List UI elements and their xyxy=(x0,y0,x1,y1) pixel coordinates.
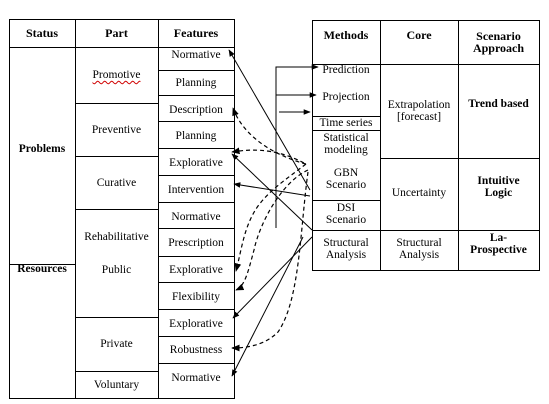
method-gbn-scenario: GBN Scenario xyxy=(325,167,367,191)
feature-explorative-2: Explorative xyxy=(169,264,223,276)
method-arrows xyxy=(275,64,319,228)
part-curative: Curative xyxy=(96,176,137,189)
part-rehabilitative: Rehabilitative xyxy=(84,230,149,243)
core-structural-analysis: Structural Analysis xyxy=(396,237,442,261)
header-status: Status xyxy=(25,26,58,40)
part-voluntary: Voluntary xyxy=(93,378,140,391)
method-time-series: Time series xyxy=(319,117,373,129)
right-table-grid xyxy=(312,20,540,271)
status-resources: Resources xyxy=(17,263,67,275)
feature-description: Description xyxy=(169,104,223,116)
method-prediction: Prediction xyxy=(322,64,370,76)
dashed-connections xyxy=(231,107,309,352)
header-methods: Methods xyxy=(323,28,369,42)
part-public: Public xyxy=(101,264,132,276)
part-preventive: Preventive xyxy=(91,123,142,136)
feature-flexibility: Flexibility xyxy=(172,291,220,303)
status-problems: Problems xyxy=(18,143,66,155)
feature-normative-3: Normative xyxy=(171,372,221,384)
method-statistical-modeling: Statistical modeling xyxy=(323,132,369,156)
header-part: Part xyxy=(105,26,128,40)
connection-lines xyxy=(228,49,313,377)
core-uncertainty: Uncertainty xyxy=(391,187,447,199)
part-private: Private xyxy=(100,338,133,350)
approach-la-prospective: La- Prospective xyxy=(470,232,527,256)
feature-normative-1: Normative xyxy=(171,49,221,61)
feature-robustness: Robustness xyxy=(169,344,223,356)
header-features: Features xyxy=(173,26,219,40)
feature-explorative-3: Explorative xyxy=(169,318,223,330)
method-projection: Projection xyxy=(322,91,370,103)
part-promotive: Promotive xyxy=(75,47,158,103)
left-table-grid xyxy=(9,19,235,399)
header-scenario-approach: Scenario Approach xyxy=(472,29,525,55)
feature-prescription: Prescription xyxy=(168,237,224,249)
approach-trend-based: Trend based xyxy=(468,98,529,110)
feature-normative-2: Normative xyxy=(171,211,221,223)
feature-planning-2: Planning xyxy=(175,130,217,142)
feature-explorative-1: Explorative xyxy=(169,157,223,169)
approach-intuitive-logic: Intuitive Logic xyxy=(477,175,520,199)
header-core: Core xyxy=(406,28,432,42)
feature-planning-1: Planning xyxy=(175,77,217,89)
core-extrapolation: Extrapolation [forecast] xyxy=(387,99,451,123)
method-dsi-scenario: DSI Scenario xyxy=(325,202,367,226)
part-promotive-text: Promotive xyxy=(92,69,141,81)
feature-intervention: Intervention xyxy=(167,184,225,196)
method-structural-analysis: Structural Analysis xyxy=(323,237,369,261)
